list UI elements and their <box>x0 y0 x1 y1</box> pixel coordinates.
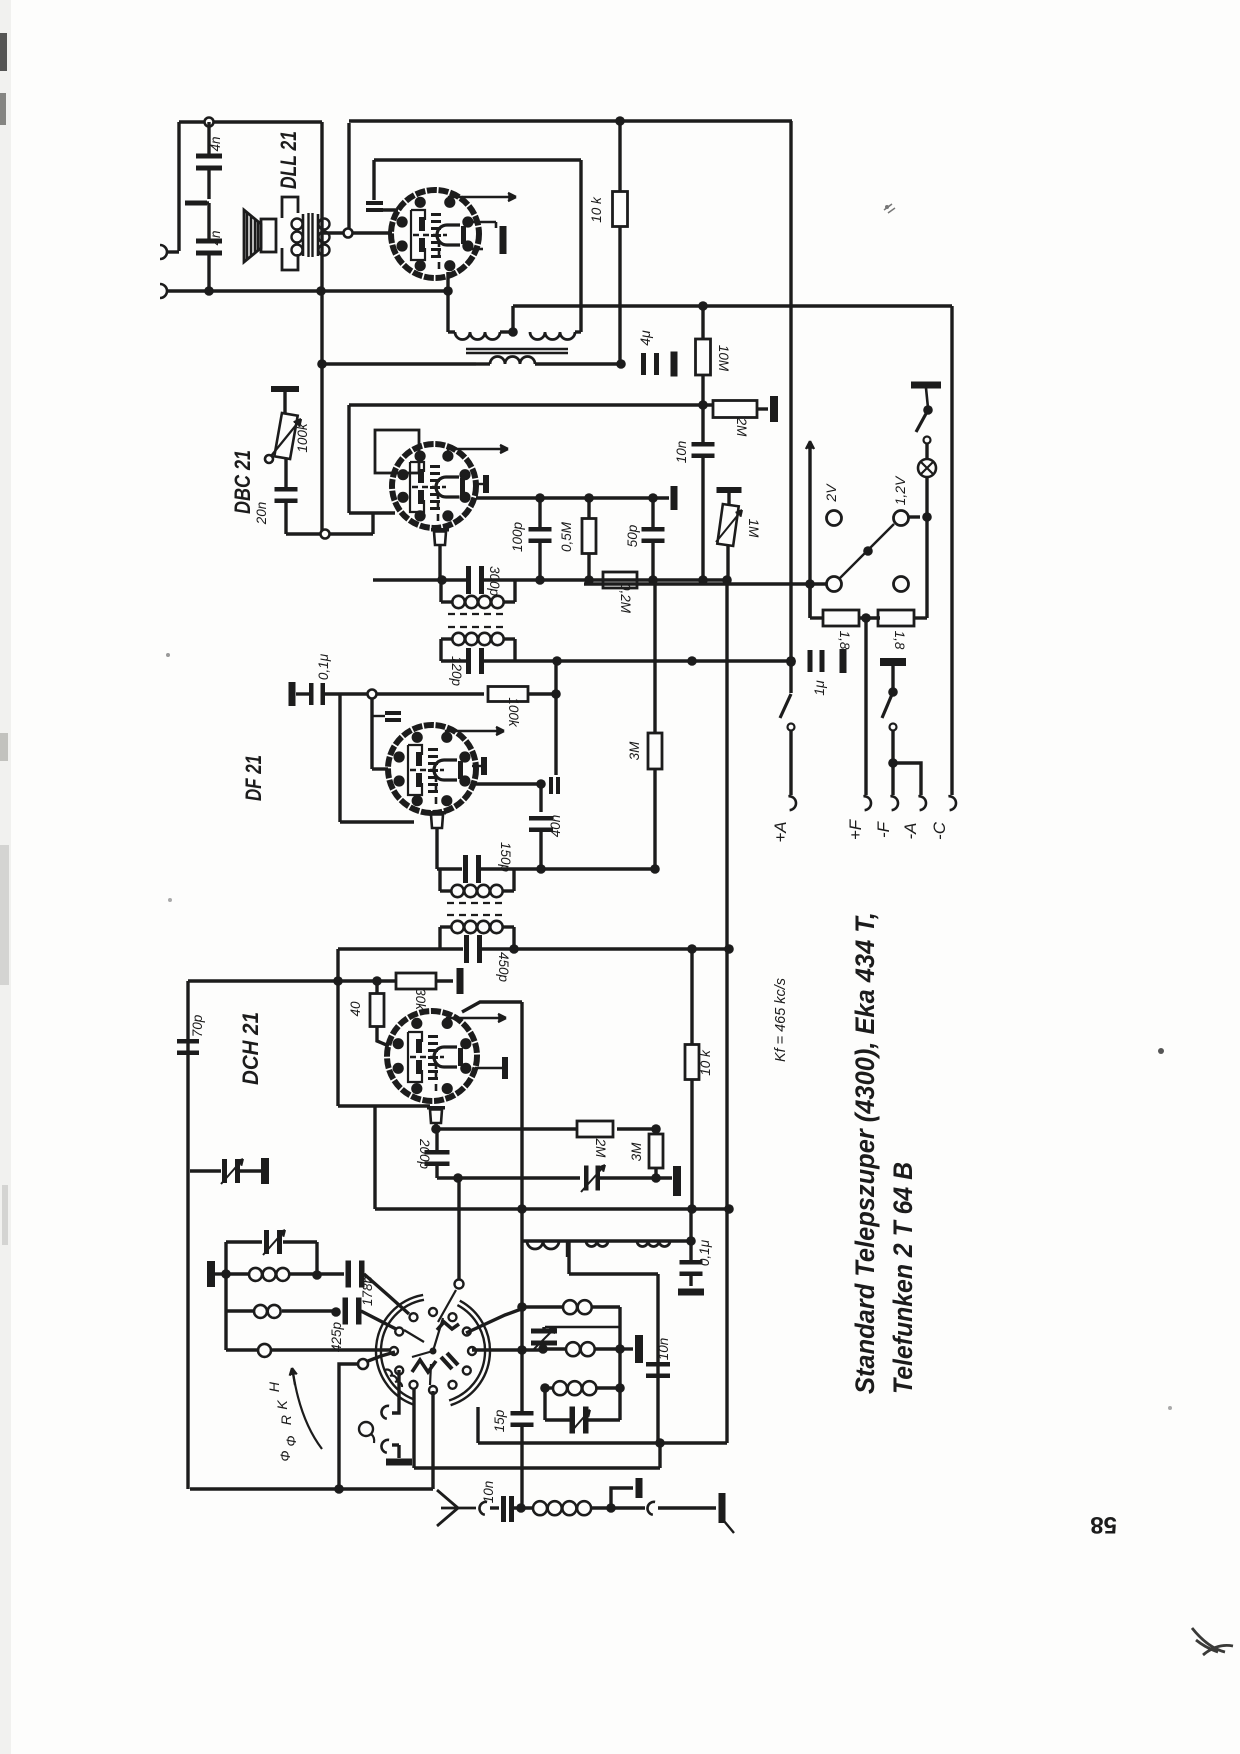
svg-text:R: R <box>278 1415 294 1425</box>
svg-text:DF 21: DF 21 <box>241 755 266 801</box>
svg-text:200p: 200p <box>417 1138 432 1170</box>
svg-text:Kf = 465 kc/s: Kf = 465 kc/s <box>772 978 789 1062</box>
svg-text:0,2M: 0,2M <box>618 583 633 614</box>
svg-text:10 k: 10 k <box>698 1049 713 1076</box>
svg-text:425p: 425p <box>329 1321 344 1352</box>
svg-text:+A: +A <box>771 821 790 842</box>
svg-text:H: H <box>266 1381 282 1392</box>
svg-text:178p: 178p <box>360 1275 375 1306</box>
svg-text:0,1μ: 0,1μ <box>316 653 331 680</box>
svg-text:100k: 100k <box>295 422 310 453</box>
svg-text:1M: 1M <box>746 519 761 539</box>
svg-text:-A: -A <box>901 823 920 840</box>
svg-text:2M: 2M <box>734 417 749 438</box>
svg-text:1μ: 1μ <box>811 680 827 696</box>
svg-text:3M: 3M <box>627 741 642 761</box>
svg-text:120p: 120p <box>449 656 464 687</box>
svg-text:Telefunken 2 T 64 B: Telefunken 2 T 64 B <box>888 1162 918 1394</box>
svg-text:50p: 50p <box>625 524 640 547</box>
svg-text:10n: 10n <box>674 441 689 464</box>
svg-text:100k: 100k <box>506 697 521 728</box>
svg-text:4n: 4n <box>208 136 223 151</box>
svg-text:DLL 21: DLL 21 <box>276 131 301 189</box>
svg-text:10 k: 10 k <box>589 196 604 223</box>
svg-text:300p: 300p <box>487 566 502 597</box>
svg-text:2V: 2V <box>823 483 839 503</box>
svg-text:15p: 15p <box>492 1409 507 1432</box>
svg-text:1,8: 1,8 <box>837 631 852 650</box>
svg-text:+F: +F <box>846 818 865 840</box>
svg-text:58: 58 <box>1090 1511 1117 1538</box>
svg-text:-F: -F <box>874 820 893 838</box>
svg-text:K: K <box>274 1400 290 1410</box>
svg-text:0,1μ: 0,1μ <box>697 1239 712 1266</box>
svg-text:70p: 70p <box>190 1014 205 1037</box>
svg-text:100p: 100p <box>510 521 525 552</box>
svg-text:Ф: Ф <box>277 1450 293 1461</box>
svg-text:20n: 20n <box>254 502 269 526</box>
svg-text:2M: 2M <box>593 1138 608 1159</box>
svg-text:10n: 10n <box>481 1481 496 1504</box>
svg-text:30k: 30k <box>413 988 428 1011</box>
svg-text:DCH 21: DCH 21 <box>238 1012 263 1085</box>
svg-text:4μ: 4μ <box>637 330 653 346</box>
svg-text:3M: 3M <box>629 1142 644 1162</box>
svg-text:-C: -C <box>930 821 949 840</box>
svg-text:4n: 4n <box>208 230 223 245</box>
svg-text:1,8: 1,8 <box>892 631 907 650</box>
svg-text:10n: 10n <box>656 1338 671 1361</box>
svg-text:DBC 21: DBC 21 <box>230 450 255 514</box>
svg-text:1,2V: 1,2V <box>892 475 908 505</box>
svg-text:150p: 150p <box>498 842 513 873</box>
svg-text:Standard Telepszuper (4300), E: Standard Telepszuper (4300), Eka 434 T, <box>850 912 880 1394</box>
svg-text:40n: 40n <box>548 815 563 838</box>
svg-text:0,5M: 0,5M <box>559 521 574 552</box>
svg-text:10M: 10M <box>716 345 731 372</box>
svg-text:450p: 450p <box>496 952 511 983</box>
svg-text:40: 40 <box>348 1001 363 1017</box>
svg-text:Ф: Ф <box>283 1435 299 1446</box>
